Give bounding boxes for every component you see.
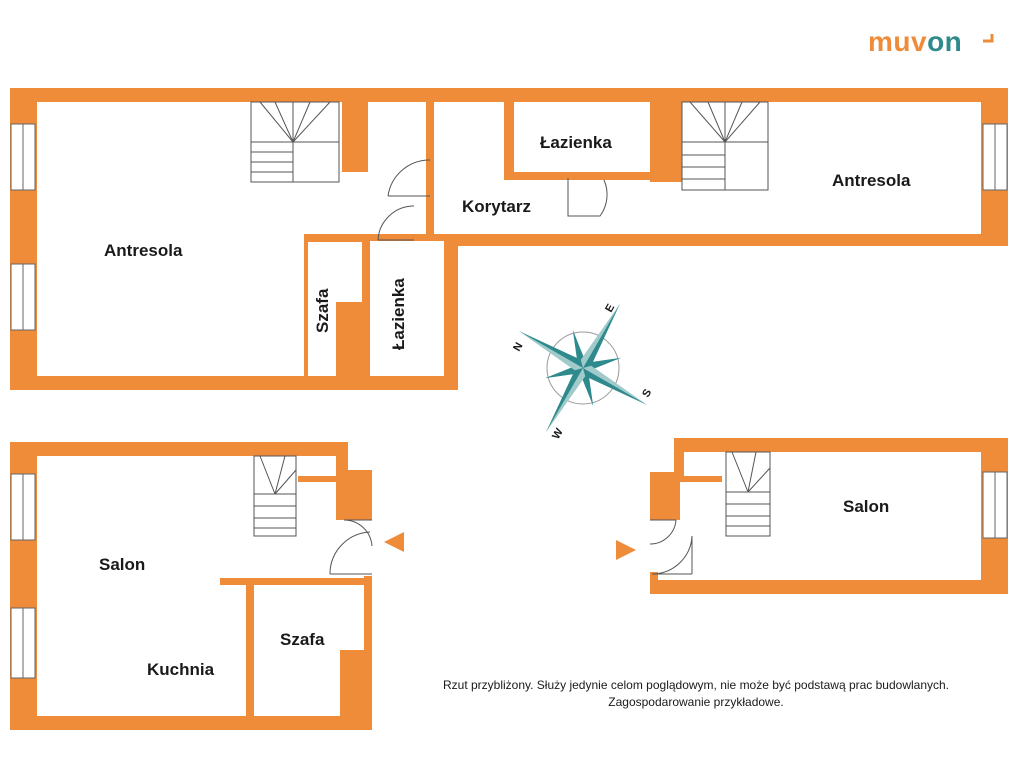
compass-w: W bbox=[550, 426, 566, 442]
wall bbox=[304, 234, 366, 242]
wall bbox=[444, 236, 458, 390]
muvon-logo: muvon bbox=[868, 26, 962, 58]
disclaimer-line-2: Zagospodarowanie przykładowe. bbox=[608, 695, 784, 709]
logo-text-on: on bbox=[927, 26, 963, 57]
stairs-lower-left bbox=[253, 455, 297, 537]
compass-rose-icon: N E S W bbox=[511, 302, 654, 442]
lower-left-unit bbox=[10, 442, 372, 730]
wall bbox=[650, 572, 658, 594]
wall bbox=[10, 716, 372, 730]
room-label-szafa-upper: Szafa bbox=[313, 288, 332, 333]
wall bbox=[674, 438, 1008, 452]
entrance-arrow-icon bbox=[384, 532, 404, 552]
room-label-antresola-left: Antresola bbox=[104, 241, 183, 260]
wall bbox=[444, 234, 1008, 246]
windows-lower-left bbox=[10, 473, 36, 679]
wall bbox=[336, 442, 348, 476]
room-label-lazienka-top: Łazienka bbox=[540, 133, 612, 152]
wall bbox=[362, 234, 370, 378]
doors-lower-right bbox=[649, 519, 693, 575]
compass-n: N bbox=[511, 341, 525, 354]
room-label-antresola-right: Antresola bbox=[832, 171, 911, 190]
room-label-lazienka-left: Łazienka bbox=[389, 278, 408, 350]
room-label-korytarz: Korytarz bbox=[462, 197, 531, 216]
wall bbox=[10, 88, 1008, 102]
room-label-szafa-lower: Szafa bbox=[280, 630, 325, 649]
room-label-salon-right: Salon bbox=[843, 497, 889, 516]
stairs-upper-left bbox=[250, 101, 340, 183]
wall bbox=[340, 650, 368, 720]
wall bbox=[680, 476, 722, 482]
compass-s: S bbox=[640, 387, 654, 399]
room-label-kuchnia: Kuchnia bbox=[147, 660, 215, 679]
wall bbox=[426, 100, 434, 236]
wall bbox=[650, 580, 1008, 594]
stairs-lower-right bbox=[725, 451, 771, 537]
room-label-salon-left: Salon bbox=[99, 555, 145, 574]
windows-upper bbox=[10, 123, 1008, 331]
doors-lower-left bbox=[329, 519, 373, 575]
wall bbox=[298, 476, 340, 482]
upper-floor bbox=[10, 88, 1008, 390]
wall bbox=[10, 442, 348, 456]
doors-upper bbox=[377, 159, 608, 241]
logo-mark-icon bbox=[983, 34, 994, 43]
wall bbox=[220, 578, 372, 585]
disclaimer-note: Rzut przybliżony. Służy jedynie celom po… bbox=[396, 677, 996, 711]
wall bbox=[246, 583, 254, 719]
entrance-arrow-icon bbox=[616, 540, 636, 560]
wall bbox=[304, 234, 308, 378]
stairs-upper-right bbox=[681, 101, 769, 191]
wall bbox=[504, 100, 514, 180]
wall bbox=[674, 438, 684, 478]
wall bbox=[504, 172, 662, 180]
wall bbox=[650, 472, 680, 520]
wall bbox=[366, 234, 446, 241]
logo-text-muv: muv bbox=[868, 26, 928, 57]
wall bbox=[342, 100, 368, 172]
wall bbox=[650, 100, 682, 182]
wall bbox=[10, 376, 458, 390]
lower-right-unit bbox=[650, 438, 1008, 594]
windows-lower-right bbox=[982, 471, 1008, 539]
disclaimer-line-1: Rzut przybliżony. Służy jedynie celom po… bbox=[442, 678, 950, 692]
wall bbox=[336, 470, 372, 520]
